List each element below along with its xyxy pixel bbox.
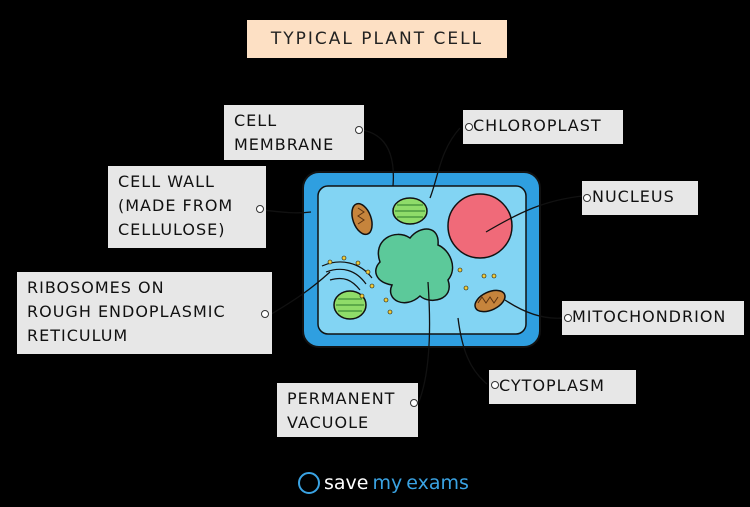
tag-hole	[491, 381, 499, 389]
chloroplast-bottom	[333, 290, 367, 320]
mitochondrion-right	[474, 289, 506, 313]
label-chloroplast: CHLOROPLAST	[463, 110, 623, 144]
mitochondrion-top	[351, 202, 373, 236]
label-cell-wall: CELL WALL (MADE FROM CELLULOSE)	[108, 166, 266, 248]
tag-hole	[261, 310, 269, 318]
tag-hole	[355, 126, 363, 134]
chloroplast-top	[392, 197, 428, 225]
label-cytoplasm: CYTOPLASM	[489, 370, 636, 404]
label-cell-membrane: CELL MEMBRANE	[224, 105, 364, 160]
tag-hole	[256, 205, 264, 213]
tag-hole	[465, 123, 473, 131]
ribosome-dots	[327, 255, 497, 315]
rough-er-shape	[321, 261, 373, 291]
diagram-title: TYPICAL PLANT CELL	[247, 20, 507, 58]
label-mitochondrion: MITOCHONDRION	[562, 301, 744, 335]
nucleus-shape	[447, 193, 513, 259]
tag-hole	[583, 194, 591, 202]
label-nucleus: NUCLEUS	[582, 181, 698, 215]
logo-icon	[298, 472, 320, 494]
label-permanent-vacuole: PERMANENT VACUOLE	[277, 383, 418, 437]
tag-hole	[564, 314, 572, 322]
pointer-lines	[261, 127, 584, 405]
label-ribosomes: RIBOSOMES ON ROUGH ENDOPLASMIC RETICULUM	[17, 272, 272, 354]
vacuole-shape	[375, 228, 454, 304]
tag-hole	[410, 399, 418, 407]
